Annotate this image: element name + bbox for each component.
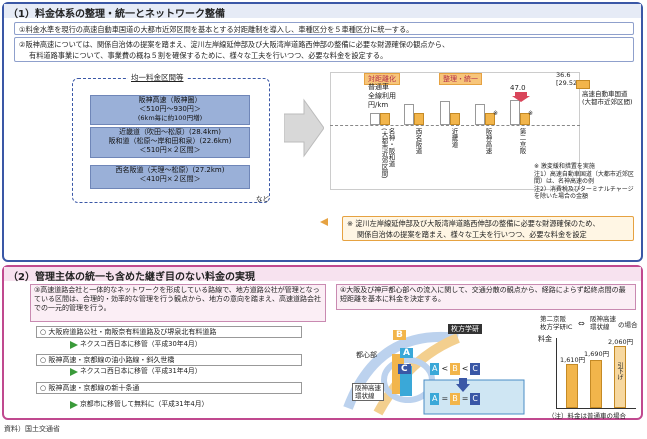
tag-unify: 整理・統一 — [439, 73, 482, 85]
legend-label: 高速自動車国道 (大都市近郊区間) — [582, 90, 633, 106]
fee-chart-label: 料金 — [538, 335, 552, 343]
bottom-note-arrow-icon — [320, 218, 328, 226]
chart-notes: ※ 激変緩和措置を実施 注1）高速自動車国道（大都市近郊区間）は、名神高速の例 … — [534, 163, 634, 200]
bar-nishimeihan-after — [414, 113, 424, 125]
transfer-sub-aburakoji: ネクスコ西日本に移管（平成31年4月） — [80, 367, 202, 375]
fee-value-2060: 2,060円 — [608, 338, 634, 346]
map-label-toshin: 都心部 — [356, 351, 377, 359]
bar-meishin-after — [380, 113, 390, 125]
hanshin-asterisk: ※ — [493, 110, 499, 117]
fee-hikisage: 引下げ — [616, 362, 623, 380]
fee-value-1610: 1,610円 — [560, 356, 586, 364]
unified-rate-line — [330, 125, 580, 126]
route-label-daini: 第二京阪 — [518, 128, 526, 154]
fee-axis — [556, 338, 557, 408]
bar-kinki-after — [450, 113, 460, 125]
flat-item-nishimeihan: 西名阪道（天理〜松原）(27.2km) ＜410円×２区間＞ — [90, 165, 250, 189]
transfer-item-jujo: ○ 阪神高速・京都線の新十条通 — [36, 382, 302, 394]
route-label-hanshin: 阪神高速 — [484, 128, 492, 154]
route-marker-b: B — [393, 330, 406, 340]
section1-title-bar — [4, 4, 641, 18]
bar-hanshin-after — [485, 113, 495, 125]
legend-swatch — [576, 80, 590, 89]
route-label-nishimeihan: 西名阪道 — [414, 128, 422, 154]
bar-hanshin-before — [475, 104, 485, 125]
daini-asterisk: ※ — [528, 110, 534, 117]
bar-kinki-before — [440, 101, 450, 125]
note-1: ①料金水準を現行の高速自動車国道の大都市近郊区間を基本とする対距離制を導入し、車… — [14, 22, 634, 35]
flat-item-kinki: 近畿道（吹田〜松原）(28.4km) 阪和道（松原〜岸和田和泉）(22.6km)… — [90, 127, 250, 158]
map-label-hanshin-loop: 阪神高速 環状線 — [352, 383, 384, 401]
route-marker-a: A — [400, 348, 413, 358]
fee-route-suffix: の場合 — [618, 321, 638, 329]
down-arrow-icon — [512, 92, 530, 102]
fee-bar-2060 — [614, 346, 626, 408]
note-2: ②阪神高速については、関係自治体の提案を踏まえ、淀川左岸線延伸部及び大阪湾岸道路… — [14, 37, 634, 62]
compare-after: A= B= C — [430, 393, 480, 405]
tag-distance: 対距離化 — [364, 73, 400, 85]
bar-value-47: 47.0 — [510, 84, 526, 92]
bar-daini-after — [520, 113, 530, 125]
transfer-sub-osaka: ネクスコ西日本に移管（平成30年4月） — [80, 340, 202, 348]
flat-fee-title: 均一料金区間等 — [128, 72, 187, 83]
route-label-meishin: 名神・阪和道 (大都市近郊区間) — [380, 128, 395, 179]
chart-ylabel: 普通車 全線利用 円/km — [368, 83, 396, 109]
fee-bar-1610 — [566, 364, 578, 408]
transfer-arrow-icon — [70, 401, 78, 409]
compare-before: A< B< C — [430, 363, 480, 375]
fee-route-from: 第二京阪 枚方学研IC — [540, 315, 573, 331]
flat-etc: など — [256, 195, 269, 203]
fee-value-1690: 1,690円 — [584, 350, 610, 358]
transfer-arrow-icon — [70, 341, 78, 349]
section2-title-bar — [4, 267, 641, 281]
bar-nishimeihan-before — [404, 104, 414, 125]
map-label-hirakata: 枚方学研 — [448, 324, 482, 334]
source-credit: 資料）国土交通省 — [4, 425, 60, 433]
bar-meishin-before — [370, 113, 380, 125]
fee-axis-x — [556, 408, 636, 409]
fee-route-to: 阪神高速 環状線 — [590, 315, 616, 331]
down-arrow-icon — [456, 378, 470, 392]
section1-title: （1）料金体系の整理・統一とネットワーク整備 — [8, 9, 225, 20]
transfer-arrow-icon — [70, 368, 78, 376]
flat-item-hanshin: 阪神高速（阪神圏） ＜510円〜930円＞ (6km毎に約100円増) — [90, 95, 250, 125]
transfer-item-aburakoji: ○ 阪神高速・京都線の油小路線・斜久世橋 — [36, 354, 302, 366]
fee-foot: （注）料金は普通車の場合 — [548, 412, 626, 420]
bar-daini-before — [510, 100, 520, 125]
fee-route-arrow: ⇔ — [578, 319, 585, 328]
bar-value-36: 36.6[29.52] — [556, 71, 580, 87]
transfer-item-osaka: ○ 大阪府道路公社・南阪奈有料道路及び堺泉北有料道路 — [36, 326, 302, 338]
fee-chart — [330, 72, 580, 190]
route-label-kinki: 近畿道 — [450, 128, 458, 148]
transition-arrow — [284, 98, 324, 158]
fee-bar-1690 — [590, 360, 602, 408]
note-4: ④大阪及び神戸都心部への流入に関して、交通分散の観点から、経路によらず起終点間の… — [336, 284, 636, 310]
note-3: ③高速道路会社と一体的なネットワークを形成している路線で、地方道路公社が管理とな… — [30, 284, 326, 322]
bottom-note: ※ 淀川左岸線延伸部及び大阪湾岸道路西伸部の整備に必要な財源確保のため、 関係自… — [342, 216, 634, 241]
route-marker-c: C — [398, 364, 411, 374]
section2-title: （2）管理主体の統一も含めた継ぎ目のない料金の実現 — [8, 272, 255, 283]
transfer-sub-jujo: 京都市に移管して無料に（平成31年4月） — [80, 400, 209, 408]
